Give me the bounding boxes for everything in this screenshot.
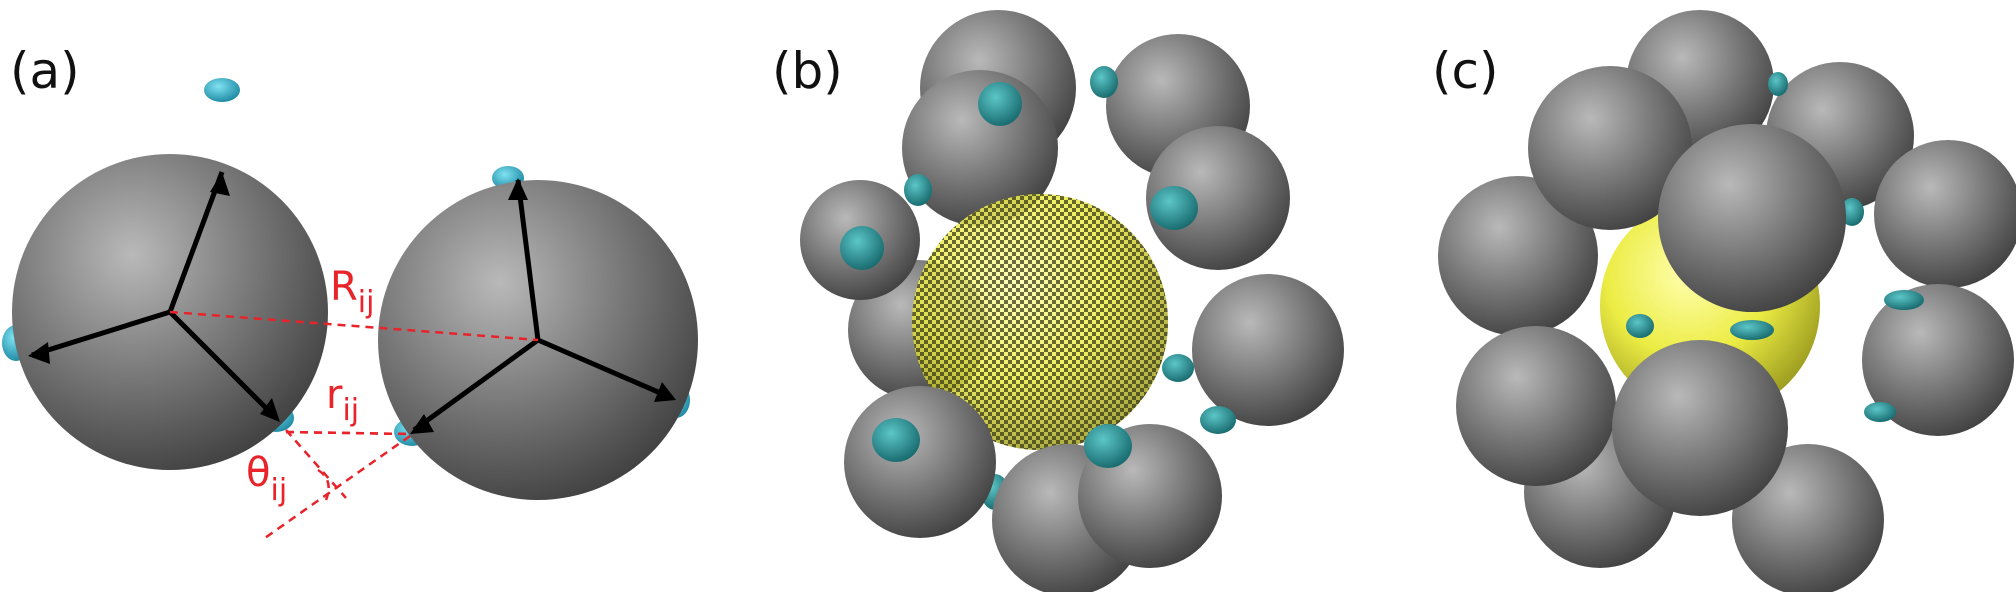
patch-top-left [204, 78, 240, 102]
panel-a-label: (a) [10, 42, 80, 100]
shell-sphere [1874, 140, 2016, 288]
patch [1150, 186, 1198, 230]
patch [1084, 424, 1132, 468]
patch [1090, 66, 1118, 98]
panel-a: (a) [2, 42, 698, 542]
shell-sphere [1438, 176, 1598, 336]
arrow-head [260, 398, 280, 422]
label-R: Rij [330, 264, 374, 320]
annotation-lines [169, 310, 539, 542]
panel-b-label: (b) [772, 42, 843, 100]
particle-right [378, 166, 698, 500]
shell-sphere [1456, 326, 1616, 486]
patch [1626, 314, 1654, 338]
patch [1864, 402, 1896, 422]
label-theta: θij [246, 450, 287, 508]
panel-b: (b) [772, 10, 1344, 592]
shell-sphere [1862, 284, 2014, 436]
patch [978, 82, 1022, 126]
shell-sphere [1658, 124, 1846, 312]
core-mesh [912, 194, 1168, 450]
patch [1730, 320, 1774, 340]
patch [904, 174, 932, 206]
patch [840, 226, 884, 270]
shell-sphere [1528, 66, 1692, 230]
patch [1768, 72, 1788, 96]
patch [1840, 198, 1864, 226]
arrow-head [410, 414, 434, 434]
patch [1162, 354, 1194, 382]
particle-left [2, 78, 328, 470]
patch [1884, 290, 1924, 310]
shell-sphere [1612, 340, 1788, 516]
arrow-head [210, 172, 230, 196]
patch [872, 418, 920, 462]
shell-sphere [1146, 126, 1290, 270]
panel-c: (c) [1432, 10, 2016, 592]
panel-c-label: (c) [1432, 42, 1499, 100]
patch [1200, 406, 1236, 434]
label-r: rij [326, 372, 359, 428]
shell-sphere [844, 386, 996, 538]
arrow-head [28, 342, 50, 364]
arrow-head [508, 178, 528, 200]
shell-sphere [1192, 274, 1344, 426]
arrow-head [654, 382, 676, 402]
